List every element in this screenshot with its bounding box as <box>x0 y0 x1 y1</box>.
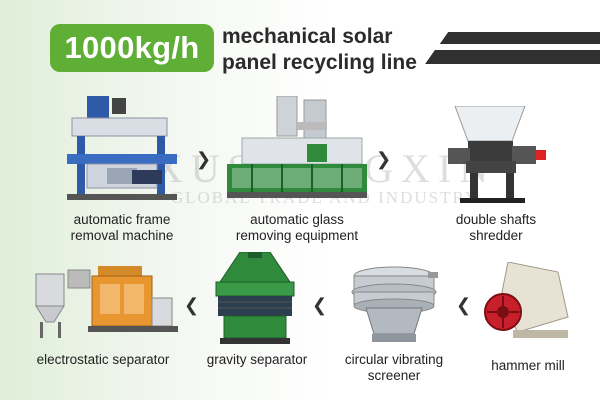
flow-arrow-left-icon: ❮ <box>184 295 200 315</box>
electrostatic-label: electrostatic separator <box>22 352 184 368</box>
page-title: mechanical solar panel recycling line <box>222 24 452 76</box>
decorative-stripe <box>425 50 600 64</box>
shredder-label-line2: shredder <box>469 228 523 243</box>
gravity-separator-icon <box>210 252 300 348</box>
double-shaft-shredder-icon <box>440 106 550 206</box>
frame-removal-label: automatic frame removal machine <box>52 212 192 244</box>
frame-removal-label-line1: automatic frame <box>73 212 171 227</box>
frame-removal-label-line2: removal machine <box>70 228 174 243</box>
hammer-mill-label: hammer mill <box>478 358 578 374</box>
vibrating-screener-icon <box>344 262 444 348</box>
screener-label-line2: screener <box>367 368 421 383</box>
flow-arrow-right-icon: ❯ <box>196 149 212 169</box>
flow-arrow-left-icon: ❮ <box>312 295 328 315</box>
screener-label: circular vibrating screener <box>330 352 458 384</box>
glass-removing-label-line1: automatic glass <box>250 212 344 227</box>
title-line-1: mechanical solar <box>222 25 393 48</box>
title-line-2: panel recycling line <box>222 51 417 74</box>
glass-removing-equipment-icon <box>222 96 372 206</box>
hammer-mill-icon <box>478 262 578 348</box>
gravity-label: gravity separator <box>198 352 316 368</box>
decorative-stripe <box>439 32 600 44</box>
glass-removing-label-line2: removing equipment <box>235 228 359 243</box>
flow-arrow-right-icon: ❯ <box>376 149 392 169</box>
shredder-label: double shafts shredder <box>446 212 546 244</box>
frame-removal-machine-icon <box>62 96 182 206</box>
gravity-label-line1: gravity separator <box>206 352 308 367</box>
shredder-label-line1: double shafts <box>455 212 537 227</box>
electrostatic-label-line1: electrostatic separator <box>36 352 170 367</box>
capacity-badge: 1000kg/h <box>50 24 214 72</box>
electrostatic-separator-icon <box>28 262 178 342</box>
hammer-mill-label-line1: hammer mill <box>491 358 565 373</box>
screener-label-line1: circular vibrating <box>344 352 444 367</box>
flow-arrow-left-icon: ❮ <box>456 295 472 315</box>
glass-removing-label: automatic glass removing equipment <box>222 212 372 244</box>
